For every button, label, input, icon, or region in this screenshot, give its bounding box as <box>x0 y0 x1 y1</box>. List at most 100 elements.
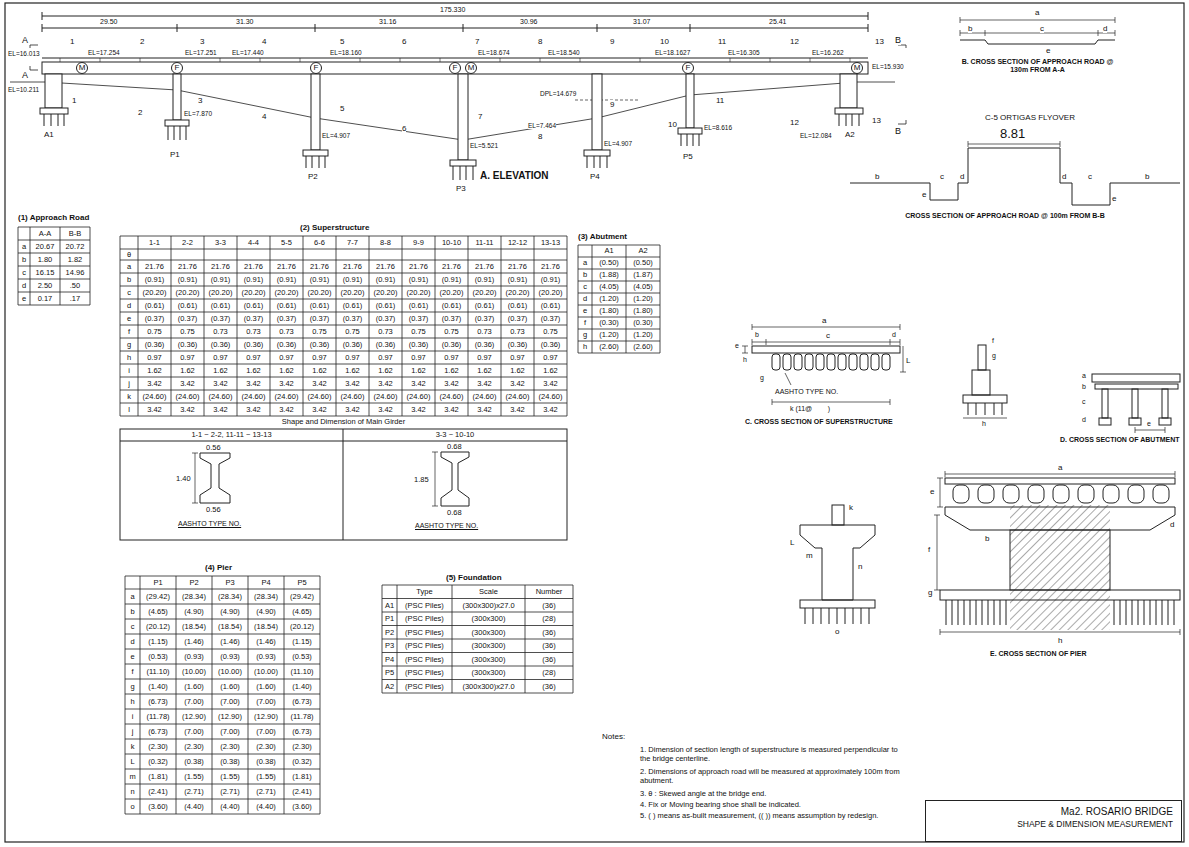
table-cell: (1.60) <box>248 679 284 694</box>
label-box: h <box>1058 636 1062 646</box>
label-box: c <box>940 172 944 182</box>
table-value: (PSC Piles) <box>405 683 444 691</box>
table-value: (20.20) <box>506 289 530 297</box>
table-value: (1.46) <box>184 638 204 646</box>
table-cell: h <box>120 351 138 364</box>
table-cell: (6.73) <box>140 724 176 739</box>
drawing-label: c <box>1088 172 1092 181</box>
table-cell: h <box>578 341 592 353</box>
table-value: 21.76 <box>211 263 230 271</box>
drawing-label: 0.68 <box>447 442 462 451</box>
table-rule <box>125 754 320 755</box>
table-value: (0.36) <box>508 341 528 349</box>
table-cell: (0.61) <box>303 299 336 312</box>
drawing-label: 1. Dimension of section length of supers… <box>640 745 898 763</box>
table-value: 3.42 <box>312 406 327 414</box>
bridge-elevation <box>10 12 906 180</box>
table-cell: (1.81) <box>284 769 320 784</box>
table-cell: (2.60) <box>626 341 660 353</box>
label-box: EL=17.254 <box>88 49 120 57</box>
table-value: (2.71) <box>184 788 204 796</box>
label-box: EL=12.084 <box>800 132 832 140</box>
table-value: (0.36) <box>310 341 330 349</box>
abutment-section-part <box>1095 384 1178 389</box>
table-cell: (300x300) <box>452 653 525 667</box>
drawing-label: 5. ( ) means as-built measurement, (( ))… <box>640 811 878 820</box>
table-cell: (7.00) <box>248 694 284 709</box>
table-value: i <box>132 713 134 721</box>
label-box: d <box>960 172 964 182</box>
table-rule <box>120 236 567 237</box>
table-value: (11.10) <box>290 668 313 676</box>
label-box: (5) Foundation <box>446 573 502 583</box>
table-cell: (2.71) <box>212 784 248 799</box>
table-value: (0.91) <box>508 276 528 284</box>
drawing-label: 2 <box>140 37 144 46</box>
label-box: d <box>892 331 896 339</box>
table-value: (1.55) <box>220 773 240 781</box>
label-box: 4 <box>262 37 266 47</box>
table-rule <box>382 598 573 599</box>
table-value: 0.73 <box>510 328 525 336</box>
table-value: 5-5 <box>281 239 292 247</box>
table-value: (0.36) <box>475 341 495 349</box>
label-box: 5 <box>340 104 344 114</box>
table-cell: d <box>18 279 30 292</box>
table-cell: j <box>125 724 140 739</box>
table-cell: (24.60) <box>534 390 567 403</box>
table-value: (0.61) <box>277 302 297 310</box>
table-value: A2 <box>638 247 647 255</box>
table-value: 21.76 <box>508 263 527 271</box>
table-value: (0.36) <box>277 341 297 349</box>
table-value: (0.61) <box>343 302 363 310</box>
table-cell: (10.00) <box>212 664 248 679</box>
label-box: 0.56 <box>206 443 221 452</box>
table-cell: 1.62 <box>171 364 204 377</box>
table-cell: 3.42 <box>303 403 336 416</box>
table-value: 3.42 <box>246 380 261 388</box>
drawing-label: b <box>985 534 989 543</box>
table-rule <box>18 279 90 280</box>
table-cell: (20.20) <box>501 286 534 299</box>
table-value: (24.60) <box>440 393 464 401</box>
table-cell: 3.42 <box>402 403 435 416</box>
label-box: EL=17.251 <box>185 49 217 57</box>
table-cell: P1 <box>382 612 397 626</box>
table-cell: (20.20) <box>336 286 369 299</box>
drawing-label: B <box>895 35 901 45</box>
table-cell: (28.34) <box>248 589 284 604</box>
drawing-label: m <box>806 551 813 560</box>
table-cell: b <box>578 269 592 281</box>
table-value: j <box>128 380 130 388</box>
label-box: 4. Fix or Moving bearing shoe shall be i… <box>640 800 910 809</box>
drawing-label: c <box>1040 24 1044 33</box>
table-cell: 0.97 <box>171 351 204 364</box>
label-box: 1.85 <box>414 475 429 484</box>
table-value: (0.36) <box>409 341 429 349</box>
label-box: a <box>822 316 826 326</box>
table-value: 0.73 <box>477 328 492 336</box>
table-cell: (6.73) <box>140 694 176 709</box>
table-cell: (1.15) <box>284 634 320 649</box>
table-value: (0.93) <box>184 653 204 661</box>
table-value: (0.61) <box>376 302 396 310</box>
table-cell: (12.90) <box>176 709 212 724</box>
table-value: (0.61) <box>541 302 561 310</box>
bearing-symbol: M <box>851 62 863 74</box>
table-value: (0.37) <box>475 315 495 323</box>
drawing-label: EL=16.262 <box>812 49 844 56</box>
table-cell: 3.42 <box>468 377 501 390</box>
table-cell: d <box>578 293 592 305</box>
table-rule <box>125 576 320 577</box>
label-box: A <box>22 70 28 81</box>
table-value: (7.00) <box>256 698 276 706</box>
table-value: 1.62 <box>378 367 393 375</box>
table-rule <box>140 576 141 814</box>
drawing-label: (5) Foundation <box>446 573 502 582</box>
table-value: (0.36) <box>343 341 363 349</box>
subtitle-text: SHAPE & DIMENSION MEASUREMENT <box>934 819 1173 830</box>
label-box: 0.68 <box>447 508 462 517</box>
table-cell: (0.61) <box>435 299 468 312</box>
table-value: 1.62 <box>510 367 525 375</box>
table-cell: 1.62 <box>534 364 567 377</box>
